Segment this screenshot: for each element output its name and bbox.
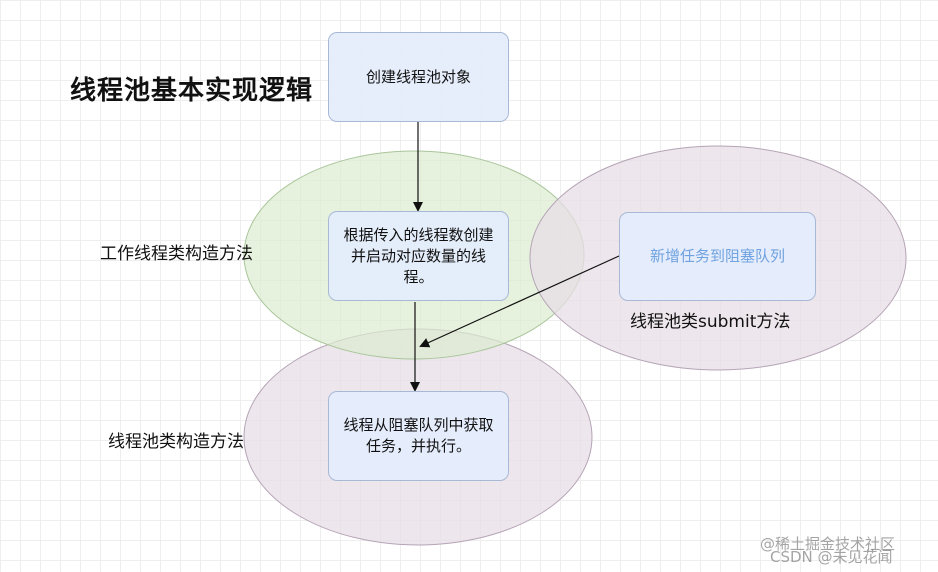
watermark-juejin: @稀土掘金技术社区 — [760, 535, 896, 553]
arrow-add-to-queue — [419, 255, 620, 348]
node-take-task: 线程从阻塞队列中获取任务，并执行。 — [328, 391, 509, 481]
zone-label-worker-constructor: 工作线程类构造方法 — [100, 244, 253, 264]
node-create-pool: 创建线程池对象 — [328, 32, 509, 122]
node-add-task: 新增任务到阻塞队列 — [619, 212, 816, 301]
zone-label-pool-submit: 线程池类submit方法 — [630, 312, 791, 332]
diagram-title: 线程池基本实现逻辑 — [70, 76, 314, 106]
zone-label-pool-constructor: 线程池类构造方法 — [108, 432, 244, 452]
node-create-threads: 根据传入的线程数创建并启动对应数量的线程。 — [328, 211, 509, 301]
watermark-csdn: CSDN @未见花闻 — [770, 548, 893, 566]
